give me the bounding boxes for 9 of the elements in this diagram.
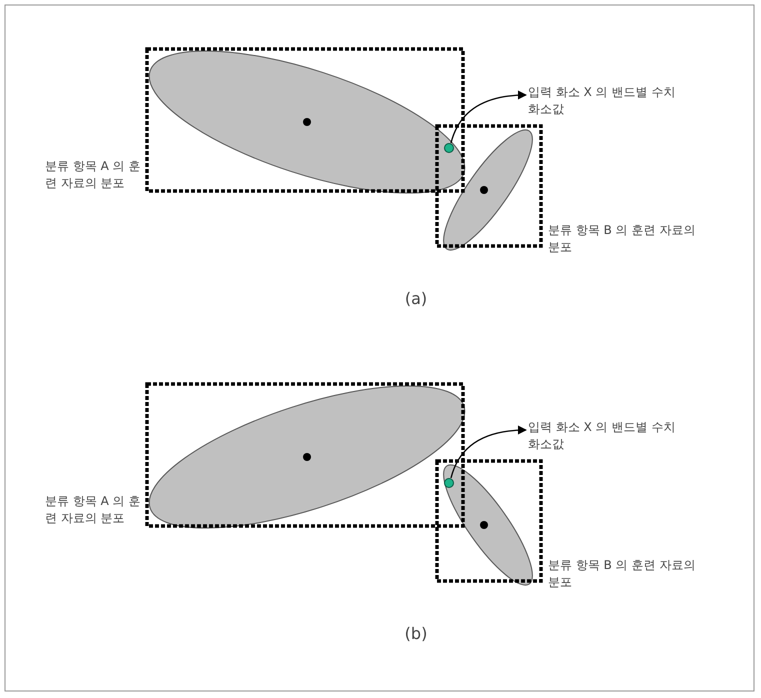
annotation-text: 분류 항목 A 의 훈련 자료의 분포 (45, 493, 142, 527)
annotation-text: 분류 항목 B 의 훈련 자료의 분포 (548, 557, 696, 591)
panel-label: (a) (404, 290, 428, 307)
annotation-text: 분류 항목 A 의 훈련 자료의 분포 (45, 158, 142, 192)
annotation-text: 분류 항목 B 의 훈련 자료의 분포 (548, 222, 696, 256)
curved-arrow (450, 426, 527, 478)
callout-text: 입력 화소 X 의 밴드별 수치 화소값 (528, 419, 688, 453)
panel-label: (b) (404, 625, 428, 642)
callout-text: 입력 화소 X 의 밴드별 수치 화소값 (528, 84, 688, 118)
